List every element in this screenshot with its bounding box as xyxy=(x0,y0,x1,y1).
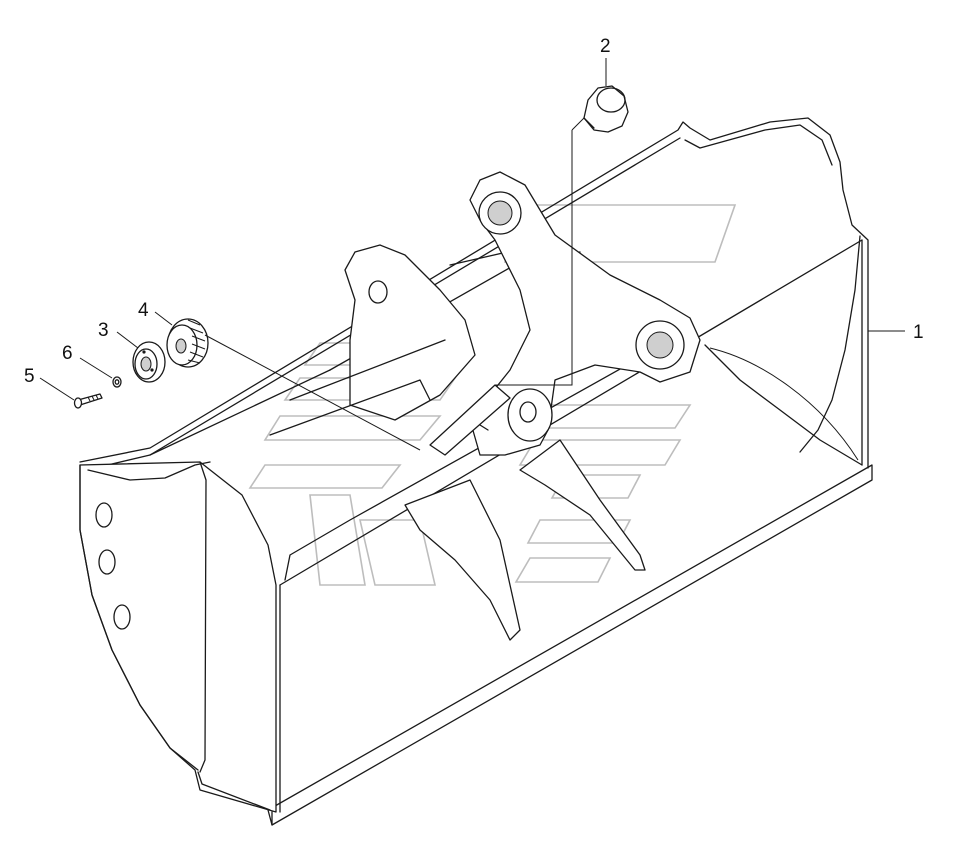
callout-2: 2 xyxy=(600,36,611,57)
washer-plate-part-3 xyxy=(132,341,166,383)
bucket-body xyxy=(79,117,873,826)
rear-bracket-hole xyxy=(368,280,388,304)
callout-4: 4 xyxy=(138,300,149,321)
left-plate-hole-3 xyxy=(113,604,131,630)
bolt-part-5 xyxy=(73,393,103,409)
callout-labels: 1 2 3 4 5 6 xyxy=(24,36,924,387)
left-plate-hole-2 xyxy=(98,549,116,575)
callout-6: 6 xyxy=(62,343,73,364)
lock-washer-part-6 xyxy=(112,376,122,388)
threaded-collar-part-4 xyxy=(166,318,209,368)
lower-bracket-boss xyxy=(507,388,553,442)
callout-1: 1 xyxy=(913,322,924,343)
callout-3: 3 xyxy=(98,320,109,341)
mounting-brackets xyxy=(269,171,701,641)
leader-lines xyxy=(39,58,905,451)
bushing-part-2 xyxy=(583,85,629,133)
callout-5: 5 xyxy=(24,366,35,387)
left-plate-hole-1 xyxy=(95,502,113,528)
